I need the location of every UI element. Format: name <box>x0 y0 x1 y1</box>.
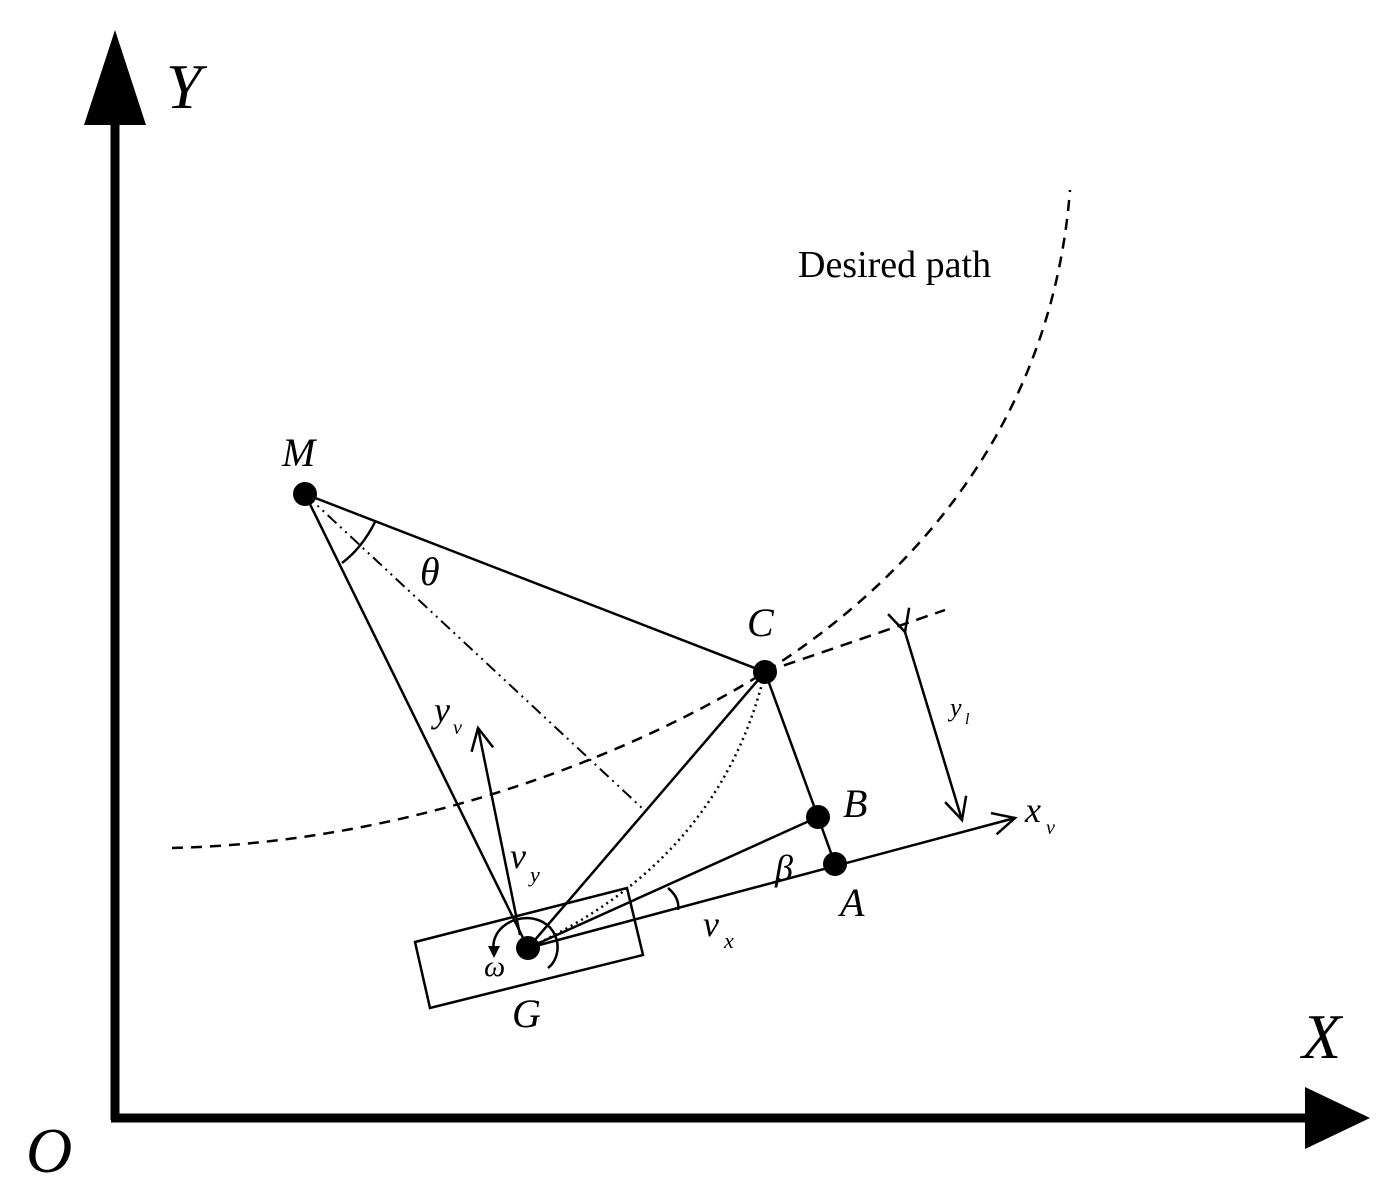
yl-sub: l <box>965 711 970 728</box>
y-axis-label: Y <box>166 51 208 122</box>
omega-rotation-arrow <box>492 916 559 969</box>
beta-arc <box>667 887 680 911</box>
point-c <box>753 660 777 684</box>
theta-label: θ <box>420 549 440 594</box>
origin-label: O <box>26 1115 72 1186</box>
x-axis-arrowhead <box>1305 1087 1370 1149</box>
point-m <box>293 482 317 506</box>
x-axis <box>111 1087 1370 1149</box>
bisector-line <box>304 493 643 809</box>
xv-sub: v <box>1046 817 1055 839</box>
line-gc <box>527 671 766 949</box>
desired-path-label: Desired path <box>798 244 991 286</box>
vy-label: v y <box>510 836 540 887</box>
point-a <box>823 852 847 876</box>
theta-arc <box>341 521 377 564</box>
xv-base: x <box>1024 790 1041 830</box>
label-a: A <box>837 880 865 925</box>
point-g <box>516 936 540 960</box>
beta-label: β <box>774 848 793 888</box>
vy-sub: y <box>528 862 540 887</box>
line-mc <box>304 492 766 674</box>
label-m: M <box>281 430 318 475</box>
yl-label: y l <box>947 693 970 728</box>
x-axis-label: X <box>1299 1001 1344 1072</box>
tangent-line <box>764 608 946 674</box>
y-axis <box>84 30 146 1120</box>
yl-base: y <box>947 693 962 722</box>
yv-axis <box>470 725 522 936</box>
y-axis-arrowhead <box>84 30 146 125</box>
yv-base: y <box>431 690 450 730</box>
label-b: B <box>843 781 867 826</box>
desired-path-curve <box>171 189 1072 850</box>
label-g: G <box>512 991 541 1036</box>
vx-label: v x <box>703 904 734 953</box>
xv-axis <box>527 811 1018 950</box>
vehicle-body <box>413 886 645 1010</box>
line-mg <box>303 493 530 949</box>
label-c: C <box>747 600 775 645</box>
xv-label: x v <box>1024 790 1055 839</box>
yv-label: y v <box>431 690 462 739</box>
vx-sub: x <box>723 928 734 953</box>
yl-dimension <box>887 607 968 823</box>
omega-label: ω <box>484 950 505 983</box>
yv-sub: v <box>453 717 462 739</box>
vy-base: v <box>510 836 526 876</box>
vx-base: v <box>703 904 719 944</box>
line-cb <box>763 671 820 818</box>
line-gb <box>527 815 819 950</box>
omega-arrowhead <box>488 946 500 958</box>
arc-gc-dotted <box>527 671 767 950</box>
point-b <box>806 805 830 829</box>
